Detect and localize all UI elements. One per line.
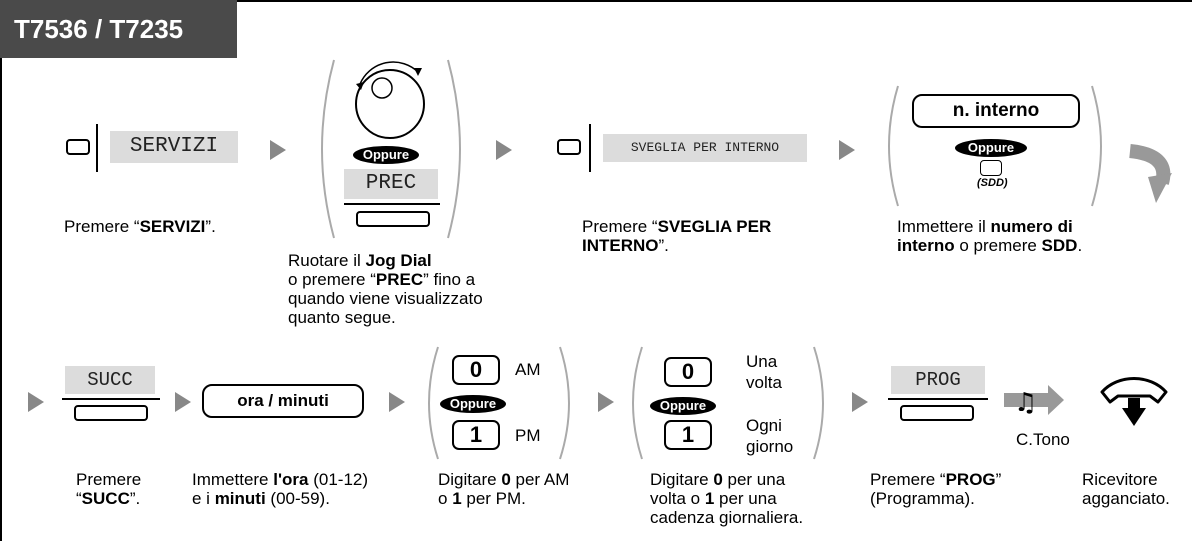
step1-instruction: Premere “SERVIZI”. (64, 217, 216, 236)
daily-label-line1: Ogni (746, 416, 782, 435)
bracket-group (632, 346, 824, 460)
oppure-badge: Oppure (650, 397, 716, 415)
lcd-display-servizi: SERVIZI (110, 131, 238, 163)
arrow-right-icon (389, 392, 405, 412)
arrow-right-icon (598, 392, 614, 412)
key-1[interactable]: 1 (452, 420, 500, 450)
sdd-label: (SDD) (977, 177, 1008, 189)
model-header: T7536 / T7235 (0, 0, 237, 58)
step10-instruction: Ricevitore agganciato. (1082, 470, 1170, 508)
step7-instruction: Digitare 0 per AM o 1 per PM. (438, 470, 570, 508)
extension-number-input[interactable]: n. interno (912, 94, 1080, 128)
step8-instruction: Digitare 0 per una volta o 1 per una cad… (650, 470, 804, 527)
bracket-group (428, 346, 570, 460)
am-label: AM (515, 360, 541, 379)
arrow-right-icon (839, 140, 855, 160)
lcd-display-prog: PROG (891, 366, 985, 394)
display-underline (344, 203, 440, 205)
sdd-button[interactable] (980, 160, 1002, 176)
once-label-line2: volta (746, 373, 782, 392)
arrow-right-icon (270, 140, 286, 160)
continue-arrow-icon (1129, 144, 1172, 203)
oppure-badge: Oppure (353, 146, 419, 164)
confirmation-tone-label: C.Tono (1016, 430, 1070, 449)
arrow-right-icon (28, 392, 44, 412)
prec-button[interactable] (356, 211, 430, 227)
display-underline (888, 398, 988, 400)
arrow-right-icon (496, 140, 512, 160)
step2-instruction: Ruotare il Jog Dial o premere “PREC” fin… (288, 251, 483, 327)
step3-instruction: Premere “SVEGLIA PER INTERNO”. (582, 217, 772, 255)
hour-minute-input[interactable]: ora / minuti (202, 384, 364, 418)
jog-dial-icon[interactable] (352, 61, 432, 148)
soft-button[interactable] (66, 139, 90, 155)
step4-instruction: Immettere il numero di interno o premere… (897, 217, 1083, 255)
key-0[interactable]: 0 (664, 357, 712, 387)
succ-button[interactable] (74, 405, 148, 421)
handset-hang-up-icon (1100, 377, 1168, 426)
oppure-badge: Oppure (955, 139, 1027, 157)
step5-instruction: Premere “SUCC”. (76, 470, 142, 508)
lcd-display-prec: PREC (344, 169, 438, 199)
step9-instruction: Premere “PROG” (Programma). (870, 470, 1002, 508)
display-divider (96, 124, 98, 172)
bracket-group (321, 59, 461, 239)
step6-instruction: Immettere l'ora (01-12) e i minuti (00-5… (192, 470, 369, 508)
daily-label-line2: giorno (746, 437, 794, 456)
bracket-group (888, 85, 1102, 207)
confirmation-tone-icon: ♫ (1004, 385, 1064, 418)
soft-button[interactable] (557, 139, 581, 155)
prog-button[interactable] (900, 405, 974, 421)
display-divider (589, 124, 591, 172)
svg-text:♫: ♫ (1014, 388, 1037, 418)
oppure-badge: Oppure (440, 395, 506, 413)
arrow-right-icon (852, 392, 868, 412)
display-underline (62, 398, 160, 400)
pm-label: PM (515, 426, 541, 445)
lcd-display-sveglia: SVEGLIA PER INTERNO (603, 134, 807, 162)
key-1[interactable]: 1 (664, 420, 712, 450)
arrow-right-icon (175, 392, 191, 412)
lcd-display-succ: SUCC (65, 366, 155, 394)
key-0[interactable]: 0 (452, 355, 500, 385)
once-label-line1: Una (746, 352, 778, 371)
